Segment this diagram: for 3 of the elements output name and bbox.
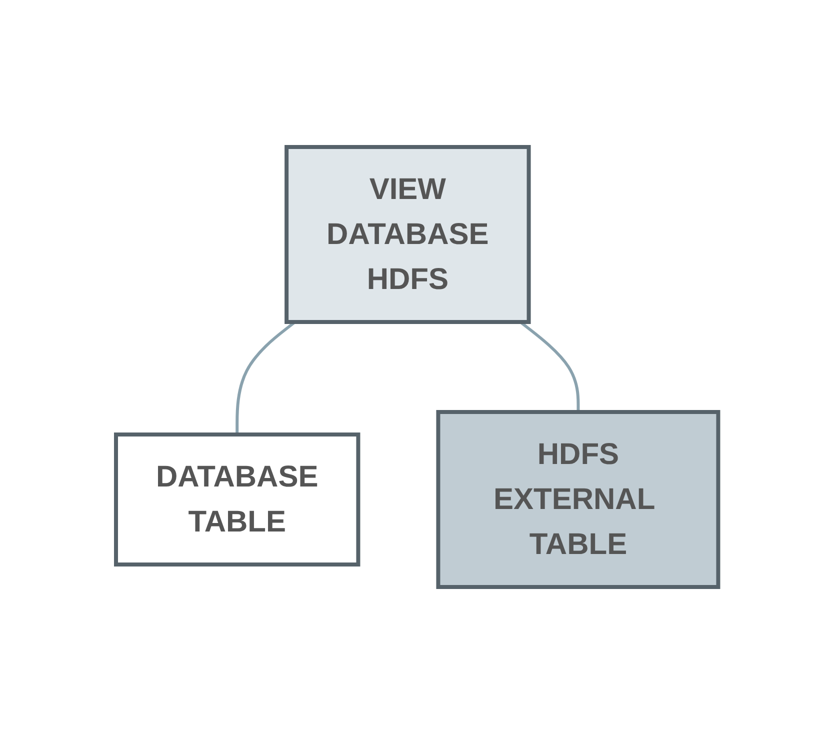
node-box: VIEW DATABASE HDFS [284,144,531,324]
node-box: DATABASE TABLE [114,432,360,566]
node-box: HDFS EXTERNAL TABLE [436,410,720,588]
